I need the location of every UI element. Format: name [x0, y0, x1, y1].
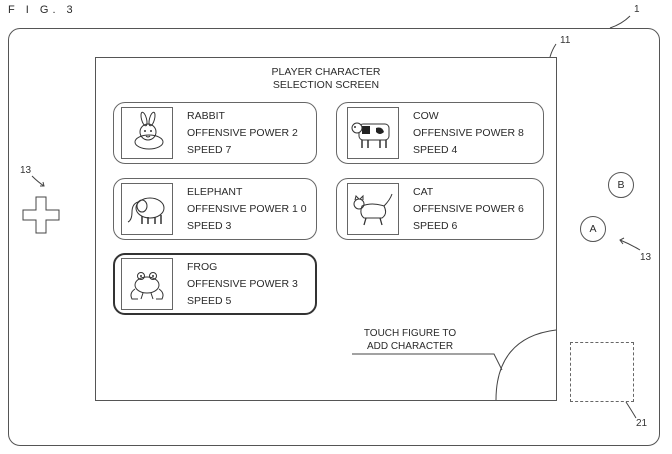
ref-screen-leader	[549, 43, 557, 58]
character-name: CAT	[413, 186, 434, 198]
ref-device-leader	[609, 15, 631, 29]
screen-title: PLAYER CHARACTER SELECTION SCREEN	[95, 66, 557, 92]
character-speed: SPEED 6	[413, 220, 458, 232]
cow-icon	[347, 107, 399, 159]
touch-instruction-line-1: TOUCH FIGURE TO	[363, 328, 457, 339]
touch-instruction: TOUCH FIGURE TO ADD CHARACTER	[335, 327, 485, 353]
figure-sensor-area[interactable]	[570, 342, 634, 402]
character-name: FROG	[187, 261, 218, 273]
character-card-cow[interactable]: COW OFFENSIVE POWER 8 SPEED 4	[336, 102, 544, 164]
cat-stats: CAT OFFENSIVE POWER 6 SPEED 6	[413, 184, 524, 235]
rabbit-stats: RABBIT OFFENSIVE POWER 2 SPEED 7	[187, 108, 298, 159]
character-speed: SPEED 5	[187, 295, 232, 307]
character-power: OFFENSIVE POWER 8	[413, 127, 524, 139]
a-button[interactable]: A	[580, 216, 606, 242]
elephant-stats: ELEPHANT OFFENSIVE POWER 1 0 SPEED 3	[187, 184, 307, 235]
character-name: ELEPHANT	[187, 186, 243, 198]
character-speed: SPEED 3	[187, 220, 232, 232]
character-power: OFFENSIVE POWER 2	[187, 127, 298, 139]
dpad-cross	[22, 196, 60, 234]
ref-device: 1	[634, 4, 640, 15]
handheld-device-body	[8, 28, 660, 446]
screen-title-line-2: SELECTION SCREEN	[272, 79, 380, 91]
frog-icon	[121, 258, 173, 310]
figure-placement-arc	[495, 329, 557, 401]
character-name: RABBIT	[187, 110, 225, 122]
character-power: OFFENSIVE POWER 6	[413, 203, 524, 215]
ref-buttons-leader	[619, 239, 641, 251]
character-power: OFFENSIVE POWER 1 0	[187, 203, 307, 215]
ref-screen: 11	[560, 35, 571, 46]
character-card-frog[interactable]: FROG OFFENSIVE POWER 3 SPEED 5	[113, 253, 317, 315]
ref-dpad: 13	[20, 165, 32, 176]
elephant-icon	[121, 183, 173, 235]
ref-sensor-leader	[625, 401, 637, 419]
rabbit-icon	[121, 107, 173, 159]
screen-title-line-1: PLAYER CHARACTER	[271, 66, 381, 78]
touch-instruction-line-2: ADD CHARACTER	[366, 341, 454, 352]
character-card-elephant[interactable]: ELEPHANT OFFENSIVE POWER 1 0 SPEED 3	[113, 178, 317, 240]
character-speed: SPEED 7	[187, 144, 232, 156]
character-card-cat[interactable]: CAT OFFENSIVE POWER 6 SPEED 6	[336, 178, 544, 240]
frog-stats: FROG OFFENSIVE POWER 3 SPEED 5	[187, 259, 298, 310]
b-button[interactable]: B	[608, 172, 634, 198]
character-power: OFFENSIVE POWER 3	[187, 278, 298, 290]
character-speed: SPEED 4	[413, 144, 458, 156]
dpad-button[interactable]	[23, 197, 59, 233]
figure-label: F I G. 3	[8, 4, 77, 16]
cat-icon	[347, 183, 399, 235]
instruction-leader-line	[352, 353, 503, 371]
ref-sensor: 21	[636, 418, 648, 429]
ref-buttons: 13	[640, 252, 652, 263]
character-name: COW	[413, 110, 439, 122]
ref-dpad-leader	[31, 175, 45, 187]
character-card-rabbit[interactable]: RABBIT OFFENSIVE POWER 2 SPEED 7	[113, 102, 317, 164]
cow-stats: COW OFFENSIVE POWER 8 SPEED 4	[413, 108, 524, 159]
